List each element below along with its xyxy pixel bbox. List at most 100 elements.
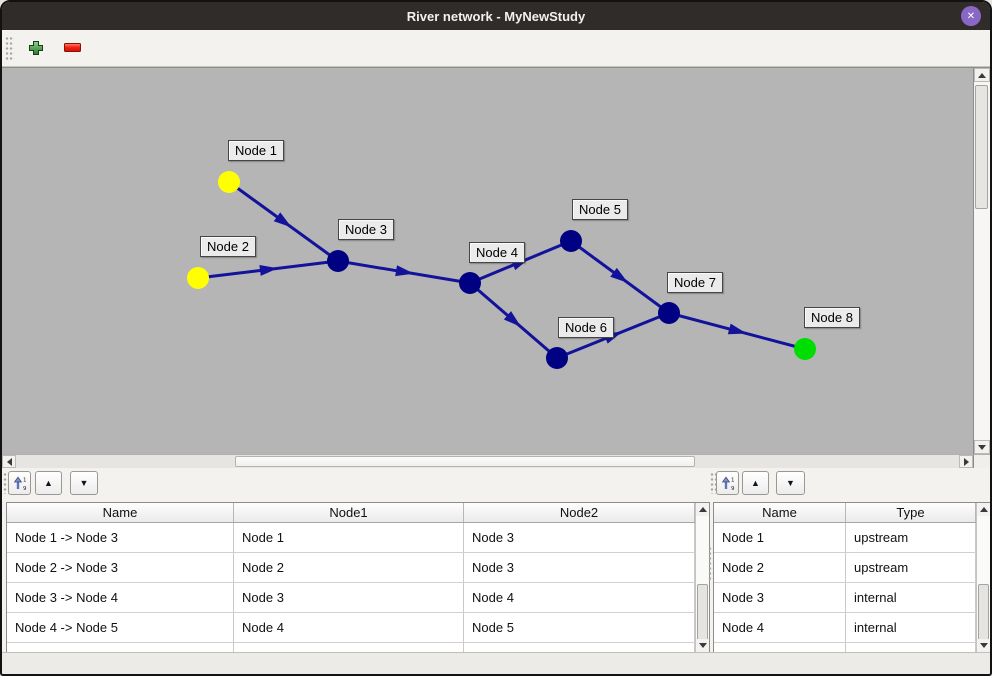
- node-label-node-3[interactable]: Node 3: [338, 219, 394, 240]
- svg-text:1: 1: [23, 477, 27, 483]
- scroll-right-button[interactable]: [959, 455, 973, 468]
- table-cell[interactable]: Node 2 -> Node 3: [7, 553, 234, 582]
- scroll-left-button[interactable]: [2, 455, 16, 468]
- table-cell[interactable]: Node 1: [234, 523, 464, 552]
- reaches-move-up-button[interactable]: ▲: [35, 471, 62, 495]
- table-cell[interactable]: upstream: [846, 553, 976, 582]
- river-network-canvas[interactable]: Node 1 Node 2 Node 3 Node 4 Node 5 Node 6 Node…: [2, 67, 973, 454]
- table-cell[interactable]: Node 3: [464, 553, 695, 582]
- window-title: River network - MyNewStudy: [406, 8, 586, 24]
- close-button[interactable]: ✕: [961, 6, 981, 26]
- table-cell[interactable]: Node 3 -> Node 4: [7, 583, 234, 612]
- vertical-scroll-thumb[interactable]: [697, 584, 708, 643]
- table-cell[interactable]: Node 3: [714, 583, 846, 612]
- scroll-up-button[interactable]: [696, 503, 709, 516]
- remove-button[interactable]: [62, 36, 82, 60]
- table-cell-empty: [234, 643, 464, 652]
- vertical-scroll-thumb[interactable]: [978, 584, 989, 643]
- graph-node-node-6[interactable]: [546, 347, 568, 369]
- node-label-node-4[interactable]: Node 4: [469, 242, 525, 263]
- svg-text:9: 9: [23, 486, 27, 491]
- vertical-scroll-thumb[interactable]: [975, 85, 988, 209]
- column-header-node1[interactable]: Node1: [234, 503, 464, 522]
- arrow-down-icon: [698, 643, 707, 648]
- flow-direction-arrow-icon: [503, 311, 522, 328]
- column-header-type[interactable]: Type: [846, 503, 976, 522]
- table-cell[interactable]: Node 1 -> Node 3: [7, 523, 234, 552]
- horizontal-scroll-thumb[interactable]: [235, 456, 695, 467]
- panel-splitter-handle[interactable]: [708, 546, 714, 582]
- down-triangle-icon: ▼: [79, 478, 89, 488]
- node-label-node-2[interactable]: Node 2: [200, 236, 256, 257]
- toolbar-grip-handle[interactable]: [5, 36, 14, 60]
- table-cell[interactable]: Node 4: [234, 613, 464, 642]
- svg-text:9: 9: [731, 486, 735, 491]
- reaches-move-down-button[interactable]: ▼: [70, 471, 98, 495]
- column-header-node2[interactable]: Node2: [464, 503, 695, 522]
- nodes-toolbar-grip[interactable]: [710, 472, 716, 494]
- arrow-left-icon: [6, 457, 12, 466]
- flow-direction-arrow-icon: [273, 212, 292, 228]
- reaches-toolbar-grip[interactable]: [3, 472, 11, 494]
- table-cell[interactable]: Node 3: [234, 583, 464, 612]
- sort-ascending-icon: 1 9: [721, 476, 735, 491]
- table-cell[interactable]: internal: [846, 583, 976, 612]
- column-header-name[interactable]: Name: [7, 503, 234, 522]
- node-label-node-5[interactable]: Node 5: [572, 199, 628, 220]
- graph-node-node-8[interactable]: [794, 338, 816, 360]
- table-cell[interactable]: Node 5: [464, 613, 695, 642]
- table-cell[interactable]: Node 4: [714, 613, 846, 642]
- plus-icon: [29, 41, 43, 55]
- canvas-horizontal-scrollbar[interactable]: [2, 454, 973, 468]
- table-cell[interactable]: Node 3: [464, 523, 695, 552]
- node-label-node-8[interactable]: Node 8: [804, 307, 860, 328]
- scroll-down-button[interactable]: [696, 639, 709, 652]
- reaches-sort-button[interactable]: 1 9: [8, 471, 31, 495]
- graph-node-node-7[interactable]: [658, 302, 680, 324]
- sort-ascending-icon: 1 9: [13, 476, 27, 491]
- nodes-move-up-button[interactable]: ▲: [742, 471, 769, 495]
- scroll-down-button[interactable]: [977, 639, 990, 652]
- add-button[interactable]: [26, 36, 46, 60]
- node-label-node-1[interactable]: Node 1: [228, 140, 284, 161]
- flow-direction-arrow-icon: [259, 265, 278, 276]
- node-label-node-6[interactable]: Node 6: [558, 317, 614, 338]
- table-row-empty: [7, 643, 709, 652]
- graph-node-node-5[interactable]: [560, 230, 582, 252]
- arrow-down-icon: [978, 444, 986, 450]
- nodes-table-scrollbar[interactable]: [976, 503, 990, 652]
- graph-node-node-2[interactable]: [187, 267, 209, 289]
- table-cell[interactable]: Node 1: [714, 523, 846, 552]
- graph-node-node-1[interactable]: [218, 171, 240, 193]
- graph-node-node-3[interactable]: [327, 250, 349, 272]
- canvas-vertical-scrollbar[interactable]: [973, 67, 990, 454]
- table-cell[interactable]: Node 4 -> Node 5: [7, 613, 234, 642]
- scroll-up-button[interactable]: [977, 503, 990, 516]
- table-cell[interactable]: Node 4: [464, 583, 695, 612]
- column-header-name[interactable]: Name: [714, 503, 846, 522]
- titlebar: River network - MyNewStudy ✕: [2, 2, 990, 30]
- table-cell[interactable]: Node 2: [714, 553, 846, 582]
- nodes-move-down-button[interactable]: ▼: [776, 471, 805, 495]
- arrow-up-icon: [979, 507, 988, 512]
- scroll-down-button[interactable]: [974, 440, 990, 454]
- node-label-node-7[interactable]: Node 7: [667, 272, 723, 293]
- table-cell[interactable]: Node 2: [234, 553, 464, 582]
- scroll-up-button[interactable]: [974, 68, 990, 82]
- arrow-right-icon: [963, 457, 969, 466]
- table-cell[interactable]: internal: [846, 613, 976, 642]
- nodes-sort-button[interactable]: 1 9: [716, 471, 739, 495]
- graph-node-node-4[interactable]: [459, 272, 481, 294]
- table-cell[interactable]: upstream: [846, 523, 976, 552]
- reaches-table-scrollbar[interactable]: [695, 503, 709, 652]
